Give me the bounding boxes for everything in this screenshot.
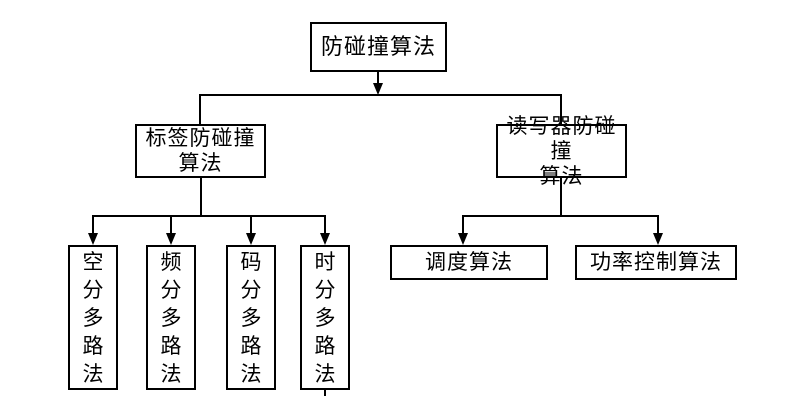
node-label: 读写器防碰撞 算法 — [498, 114, 625, 189]
arrowhead-tag-child-3 — [246, 233, 256, 245]
node-reader-anti-collision: 读写器防碰撞 算法 — [496, 114, 627, 188]
connector-tag-child-4 — [324, 215, 326, 234]
node-space-division-multiplexing: 空分多路法 — [68, 245, 118, 390]
connector-root-stem — [377, 72, 379, 84]
node-label: 频分多路法 — [160, 249, 182, 386]
connector-reader-stem — [560, 178, 562, 216]
node-code-division-multiplexing: 码分多路法 — [226, 245, 276, 390]
node-label: 防碰撞算法 — [320, 34, 436, 60]
node-label: 调度算法 — [425, 250, 513, 274]
node-label: 码分多路法 — [240, 249, 262, 386]
node-tag-anti-collision: 标签防碰撞 算法 — [135, 124, 266, 178]
connector-tag-child-3 — [250, 215, 252, 234]
connector-tag-child-2 — [170, 215, 172, 234]
node-label-line2: 算法 — [178, 151, 223, 175]
connector-level2-horizontal — [199, 94, 562, 96]
arrowhead-reader-child-2 — [653, 233, 663, 245]
node-label: 功率控制算法 — [590, 250, 722, 274]
arrowhead-root — [373, 83, 383, 95]
connector-tag-stem — [200, 178, 202, 216]
node-label-line1: 读写器防碰撞 — [506, 113, 617, 163]
node-label-line1: 标签防碰撞 — [145, 126, 256, 150]
arrowhead-tag-child-4 — [320, 233, 330, 245]
connector-time-division-stub — [324, 390, 326, 396]
connector-reader-child-1 — [462, 215, 464, 234]
connector-to-reader-branch — [560, 94, 562, 124]
connector-tag-children-horizontal — [92, 215, 326, 217]
arrowhead-tag-child-1 — [88, 233, 98, 245]
node-anti-collision-algorithm: 防碰撞算法 — [310, 22, 447, 72]
node-frequency-division-multiplexing: 频分多路法 — [146, 245, 196, 390]
node-label: 时分多路法 — [314, 249, 336, 386]
node-power-control-algorithm: 功率控制算法 — [575, 245, 737, 280]
arrowhead-tag-child-2 — [166, 233, 176, 245]
node-label: 空分多路法 — [82, 249, 104, 386]
node-scheduling-algorithm: 调度算法 — [390, 245, 548, 280]
arrowhead-reader-child-1 — [458, 233, 468, 245]
connector-tag-child-1 — [92, 215, 94, 234]
connector-to-tag-branch — [199, 94, 201, 124]
node-label: 标签防碰撞 算法 — [146, 126, 256, 176]
connector-reader-children-horizontal — [462, 215, 659, 217]
node-time-division-multiplexing: 时分多路法 — [300, 245, 350, 390]
connector-reader-child-2 — [657, 215, 659, 234]
